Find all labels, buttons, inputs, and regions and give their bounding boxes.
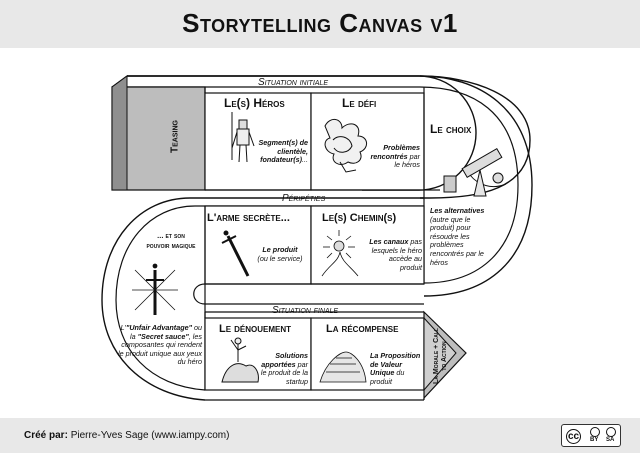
dragon-icon [324,119,367,173]
cell-heros [204,92,312,191]
by-person-icon [590,427,600,437]
chemins-title: Le(s) Chemin(s) [322,212,397,224]
denouement-title: Le dénouement [219,323,292,335]
sa-label: SA [606,437,615,443]
sword-icon [221,230,250,277]
top-lane-outer [127,75,531,199]
recompense-text: La Proposition de Valeur Unique du produ… [370,351,421,386]
band-label-situation-initiale: Situation initiale [258,77,328,88]
top-band [127,75,477,191]
magic-sword-icon [132,263,178,315]
path-light-icon [321,230,359,277]
recompense-title: La récompense [326,323,399,335]
victory-icon [221,337,259,383]
sa-share-icon [606,427,616,437]
header-bar [0,0,640,48]
choice-icon [443,147,507,197]
band-label-situation-finale: Situation finale [272,305,339,316]
cell-chemins [310,205,425,285]
defi-title: Le défi [342,96,377,110]
knight-icon [231,112,255,163]
choix-text: Les alternatives (autre que le produit) … [430,206,485,267]
footer-bar [0,418,640,453]
defi-text: Problèmes rencontrés par le héros [370,143,420,170]
cc-license-badge[interactable]: cc BY SA [561,424,621,447]
morale-label: La Morale + Call to Action [433,328,448,384]
pouvoir-text: L'"Unfair Advantage" ou la "Secret sauce… [118,323,202,367]
arme-text: Le produit(ou le service) [257,245,303,263]
credit-line: Créé par: Pierre-Yves Sage (www.iampy.co… [24,430,230,441]
arme-title: L'arme secrète... [207,212,290,224]
chemins-text: Les canaux pas lesquels le héro accède a… [369,237,422,272]
choix-title: Le choix [430,122,472,136]
cc-icon: cc [566,429,581,444]
heros-text: Segment(s) de clientèle, fondateur(s)... [258,138,308,165]
heros-title: Le(s) Héros [224,96,285,110]
page-title: Storytelling Canvas v1 [182,8,458,38]
by-label: BY [590,437,599,443]
treasure-icon [319,351,367,383]
teasing-label: Teasing [169,120,181,153]
cell-arme [204,205,312,285]
band-label-peripeties: Péripéties [282,193,326,204]
denouement-text: Solutions apportées par le produit de la… [260,351,308,386]
